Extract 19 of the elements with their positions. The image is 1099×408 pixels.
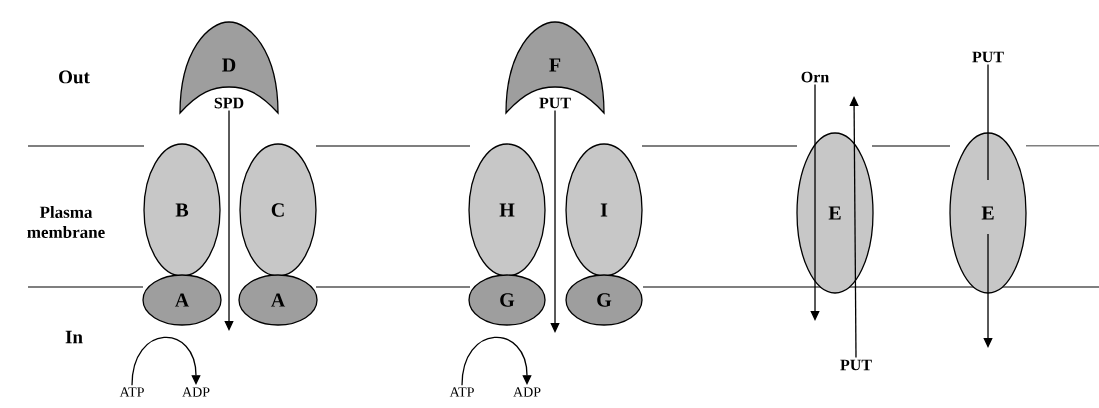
arrow (461, 336, 532, 386)
arrow (550, 109, 560, 333)
molecule-label: ATP (119, 387, 144, 397)
substrate-label: PUT (972, 51, 1004, 63)
region-label: Plasma membrane (27, 206, 105, 238)
arrow (983, 63, 993, 348)
arrow (810, 83, 820, 321)
substrate-label: SPD (214, 97, 244, 109)
molecule-label: ADP (513, 387, 541, 397)
molecule-label: ADP (182, 387, 210, 397)
molecule-label: ATP (449, 387, 474, 397)
region-label: Out (59, 70, 90, 84)
arrow (849, 96, 859, 359)
substrate-label: PUT (840, 359, 872, 371)
substrate-label: PUT (539, 97, 571, 109)
region-label: In (65, 330, 83, 344)
substrate-label: Orn (801, 71, 829, 83)
arrow (131, 336, 201, 386)
arrow (224, 109, 234, 331)
